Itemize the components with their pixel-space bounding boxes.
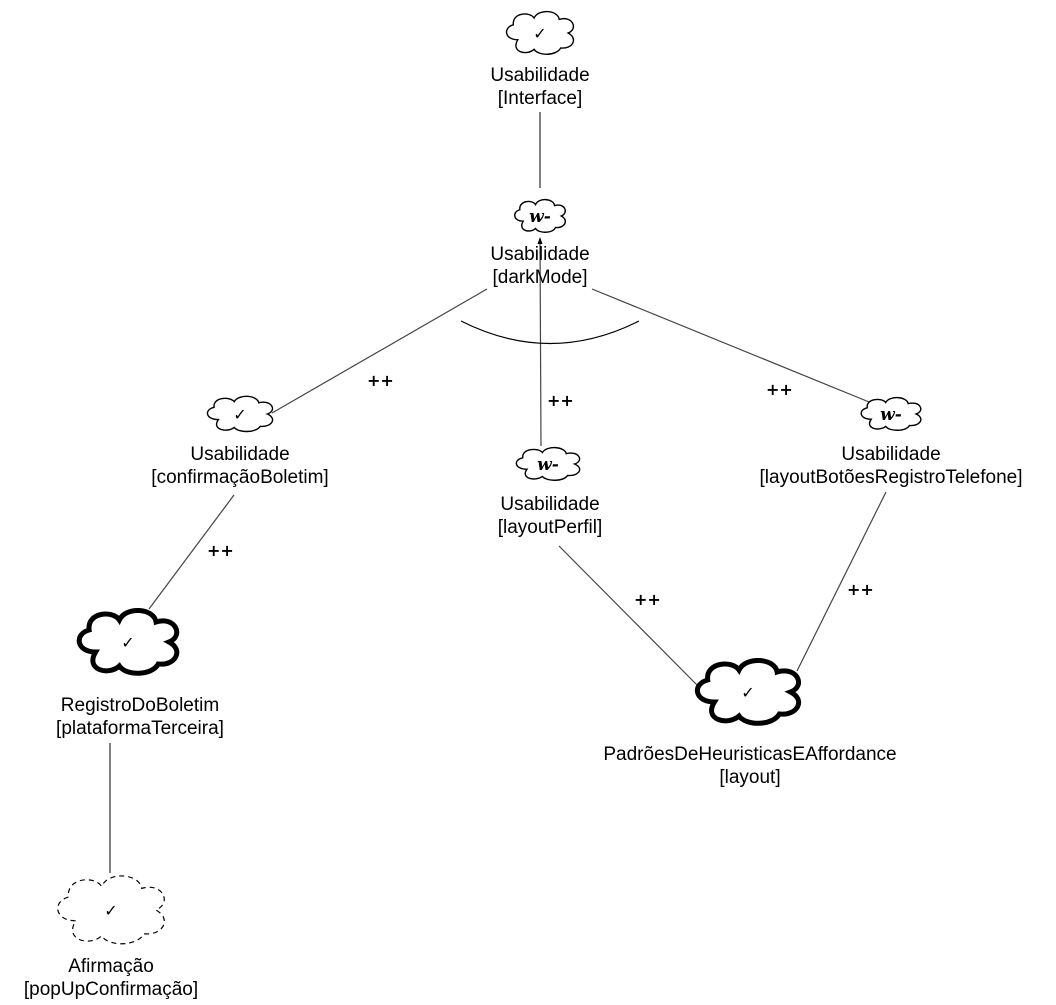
- contribution-label: ++: [207, 541, 234, 560]
- node-label-interface: Usabilidade [Interface]: [490, 64, 589, 110]
- node-label-darkmode: Usabilidade [darkMode]: [490, 243, 589, 289]
- weakly-denied-icon: w-: [529, 207, 551, 227]
- and-decomposition-arc: [460, 320, 640, 345]
- node-name: Usabilidade: [490, 65, 590, 86]
- link-darkmode-telefone: [591, 288, 875, 405]
- node-name: Usabilidade: [490, 244, 590, 265]
- link-darkmode-boletim: [271, 288, 488, 414]
- checkmark-icon: ✓: [533, 24, 546, 43]
- node-topic: [layout]: [719, 767, 781, 788]
- node-name: Usabilidade: [841, 444, 941, 465]
- node-label-registro-do-boletim: RegistroDoBoletim [plataformaTerceira]: [56, 694, 224, 740]
- checkmark-icon: ✓: [233, 405, 246, 424]
- node-name: Usabilidade: [190, 444, 290, 465]
- node-topic: [popUpConfirmação]: [23, 979, 199, 1000]
- node-topic: [confirmaçãoBoletim]: [151, 467, 329, 488]
- link-perfil-padroes: [558, 545, 701, 689]
- contribution-label: ++: [367, 371, 394, 390]
- node-topic: [layoutBotõesRegistroTelefone]: [759, 467, 1023, 488]
- contribution-label: ++: [634, 590, 661, 609]
- node-name: Usabilidade: [500, 494, 600, 515]
- softgoal-cloud-icon: [516, 448, 579, 481]
- node-topic: [layoutPerfil]: [497, 517, 603, 538]
- contribution-label: ++: [766, 380, 793, 399]
- node-label-confirmacao-boletim: Usabilidade [confirmaçãoBoletim]: [151, 443, 328, 489]
- node-label-layout-perfil: Usabilidade [layoutPerfil]: [498, 493, 603, 539]
- softgoal-cloud-icon: [507, 12, 574, 55]
- softgoal-cloud-icon: [515, 200, 566, 233]
- node-label-padroes-de-heuristicas: PadrõesDeHeuristicasEAffordance [layout]: [603, 743, 896, 789]
- softgoal-cloud-icon: [861, 398, 921, 431]
- checkmark-icon: ✓: [104, 901, 117, 920]
- node-label-afirmacao: Afirmação [popUpConfirmação]: [24, 955, 198, 1001]
- contribution-label: ++: [847, 580, 874, 599]
- node-topic: [Interface]: [497, 88, 583, 109]
- node-name: Afirmação: [68, 956, 154, 977]
- node-name: PadrõesDeHeuristicasEAffordance: [603, 744, 897, 765]
- node-label-layout-botoes-registro-telefone: Usabilidade [layoutBotõesRegistroTelefon…: [760, 443, 1023, 489]
- checkmark-icon: ✓: [121, 633, 134, 652]
- link-telefone-padroes: [796, 491, 887, 672]
- link-boletim-registro: [148, 494, 235, 610]
- softgoal-cloud-icon: [207, 396, 272, 431]
- operationalized-softgoal-cloud-icon: [79, 610, 177, 673]
- node-topic: [darkMode]: [492, 267, 588, 288]
- claim-dashed-cloud-icon: [58, 876, 165, 944]
- weakly-denied-icon: w-: [537, 455, 559, 475]
- arrowhead-darkmode: [537, 237, 543, 244]
- node-name: RegistroDoBoletim: [60, 695, 220, 716]
- node-topic: [plataformaTerceira]: [56, 718, 224, 739]
- weakly-denied-icon: w-: [880, 405, 902, 425]
- checkmark-icon: ✓: [741, 683, 754, 702]
- operationalized-softgoal-cloud-icon: [697, 660, 798, 723]
- contribution-label: ++: [547, 391, 574, 410]
